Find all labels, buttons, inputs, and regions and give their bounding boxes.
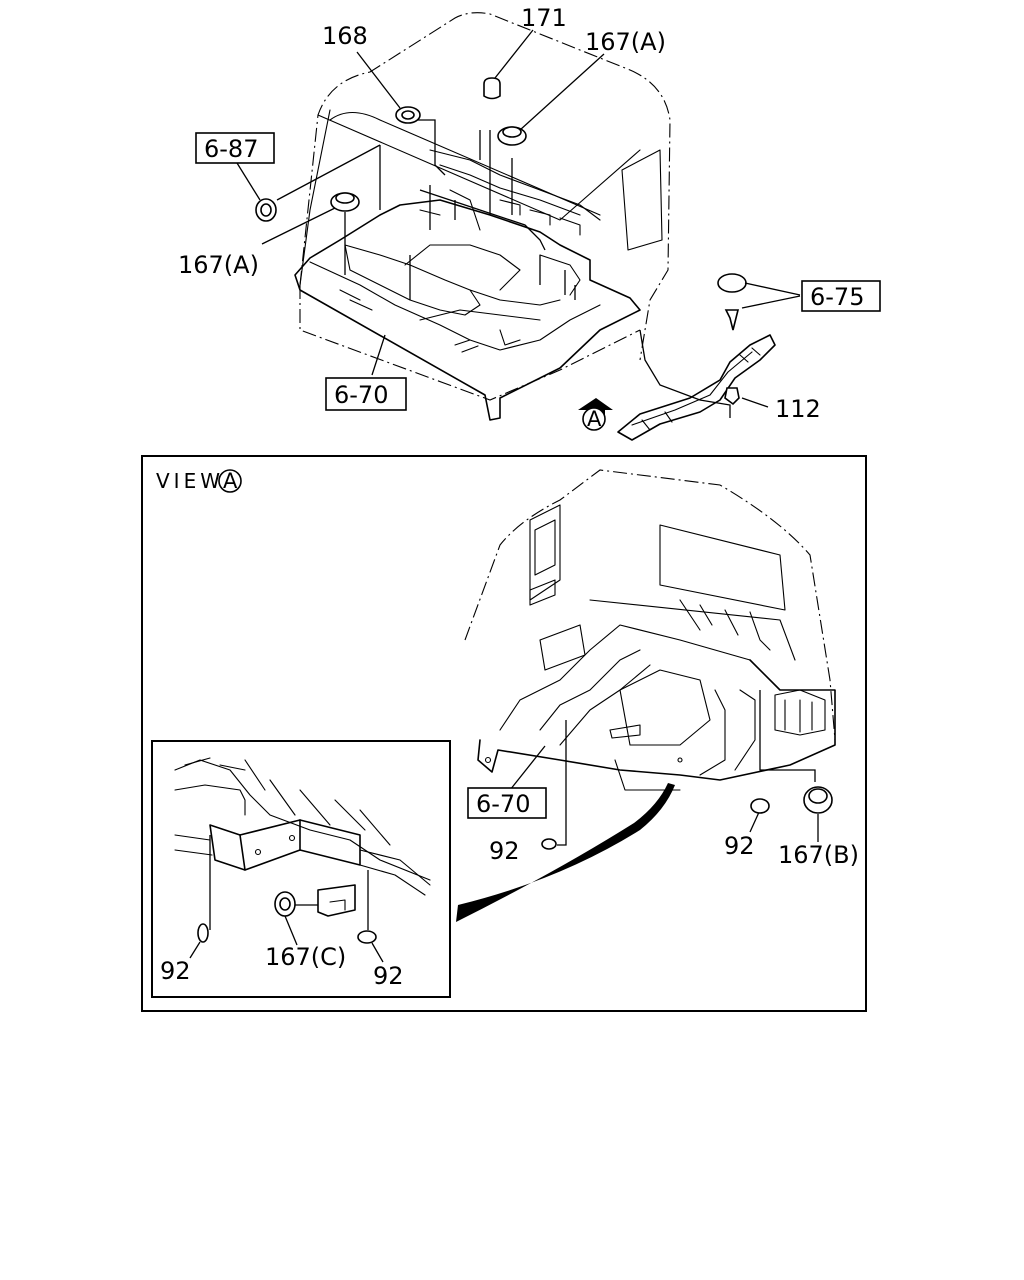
callout-171: 171	[521, 4, 567, 32]
clip-cap	[717, 273, 747, 293]
detail-inset-frame	[151, 740, 451, 998]
callout-6-70-top: 6-70	[334, 381, 388, 409]
view-title: VIEW	[156, 469, 224, 493]
part-171-plug	[483, 77, 501, 100]
part-168-grommet	[395, 106, 421, 124]
view-title-mark: A	[223, 469, 238, 493]
view-a-frame	[141, 455, 867, 1012]
part-112-clip	[724, 387, 740, 406]
callout-6-87: 6-87	[204, 135, 258, 163]
callout-92-view-left: 92	[489, 837, 520, 865]
view-a-underbody	[464, 469, 836, 846]
side-rail-bracket	[617, 273, 776, 441]
callout-167c: 167(C)	[265, 943, 346, 971]
part-167a-left-grommet	[330, 192, 360, 212]
part-92-left-ring	[541, 838, 557, 850]
callout-92-view-right: 92	[724, 832, 755, 860]
cab-floor-assembly	[294, 12, 671, 421]
part-92-inset-left-ring	[197, 923, 209, 943]
view-arrow-mark: A	[587, 407, 602, 431]
callout-168: 168	[322, 22, 368, 50]
ref-box-6-70-view	[467, 787, 547, 819]
callout-167a-top: 167(A)	[585, 28, 666, 56]
detail-inset-bracket	[174, 757, 431, 930]
ref-box-6-87	[195, 132, 275, 164]
callout-92-inset-left: 92	[160, 957, 191, 985]
view-title-mark-circle	[218, 469, 242, 493]
ref-box-6-70-top	[325, 377, 407, 411]
detail-connector	[456, 783, 675, 922]
part-167c-grommet	[274, 891, 296, 917]
ref-box-6-75	[801, 280, 881, 312]
callout-167a-left: 167(A)	[178, 251, 259, 279]
callout-92-inset-right: 92	[373, 962, 404, 990]
part-167a-top-grommet	[497, 126, 527, 146]
callout-167b: 167(B)	[778, 841, 859, 869]
callout-6-75: 6-75	[810, 283, 864, 311]
screw-icon	[724, 309, 740, 331]
part-92-inset-right-ring	[357, 930, 377, 944]
view-arrow-mark-circle	[582, 407, 606, 431]
callout-112: 112	[775, 395, 821, 423]
part-167b-grommet	[803, 786, 833, 814]
part-92-right-ring	[750, 798, 770, 814]
part-6-87-grommet	[255, 198, 277, 222]
callout-6-70-view: 6-70	[476, 790, 530, 818]
